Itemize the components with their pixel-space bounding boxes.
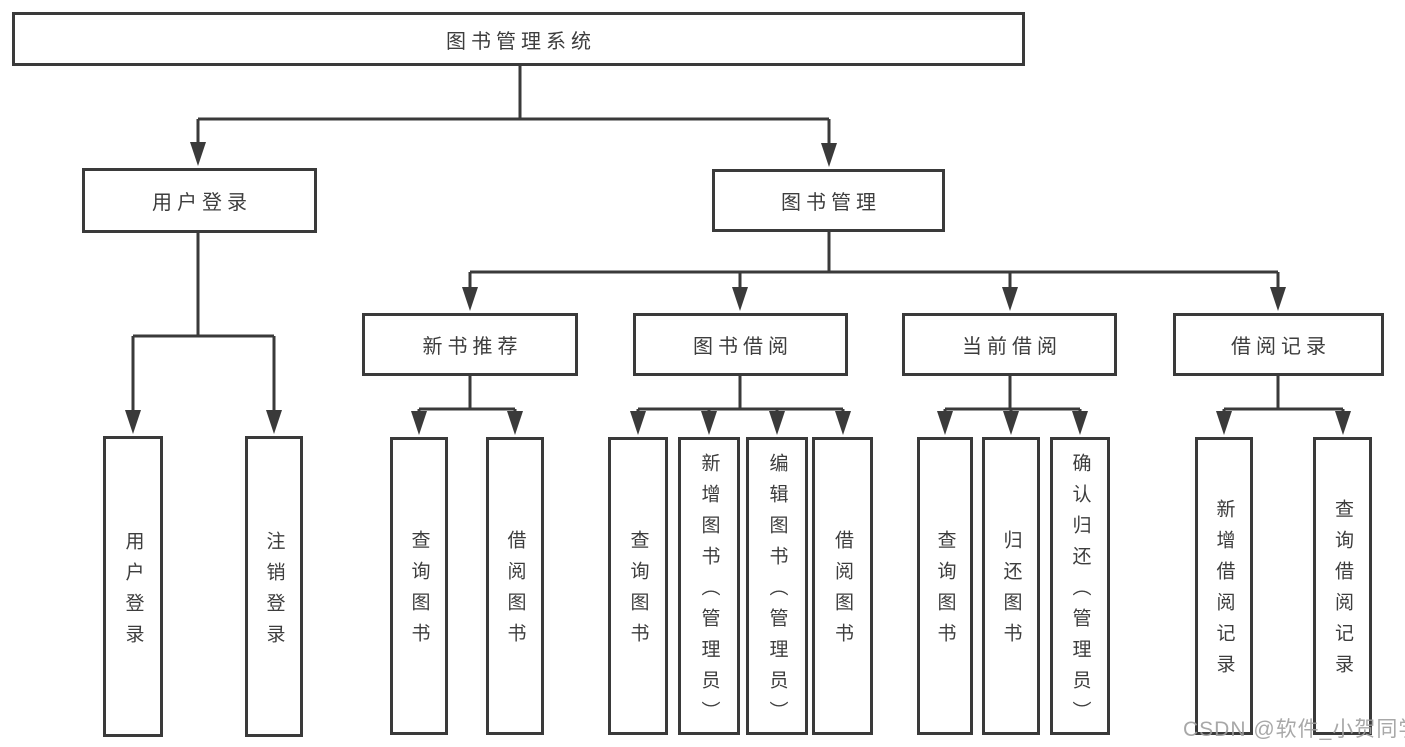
leaf-query-borrow-record: 查询借阅记录: [1313, 437, 1372, 735]
leaf-query-books-current: 查询图书: [917, 437, 973, 735]
leaf-query-books-recommend: 查询图书: [390, 437, 448, 735]
node-book-management: 图书管理: [712, 169, 945, 232]
node-book-borrowing: 图书借阅: [633, 313, 848, 376]
leaf-query-books-borrowing: 查询图书: [608, 437, 668, 735]
leaf-add-book-admin: 新增图书（管理员）: [678, 437, 740, 735]
leaf-confirm-return-admin: 确认归还（管理员）: [1050, 437, 1110, 735]
leaf-borrow-books-recommend: 借阅图书: [486, 437, 544, 735]
leaf-add-borrow-record: 新增借阅记录: [1195, 437, 1253, 735]
node-library-system: 图书管理系统: [12, 12, 1025, 66]
node-new-book-recommend: 新书推荐: [362, 313, 578, 376]
leaf-user-login: 用户登录: [103, 436, 163, 737]
leaf-logout: 注销登录: [245, 436, 303, 737]
leaf-borrow-books: 借阅图书: [812, 437, 873, 735]
node-borrowing-records: 借阅记录: [1173, 313, 1384, 376]
csdn-watermark: CSDN @软件_小贺同学: [1183, 718, 1405, 741]
leaf-edit-book-admin: 编辑图书（管理员）: [746, 437, 808, 735]
leaf-return-books: 归还图书: [982, 437, 1040, 735]
node-user-login: 用户登录: [82, 168, 317, 233]
node-current-borrowing: 当前借阅: [902, 313, 1117, 376]
